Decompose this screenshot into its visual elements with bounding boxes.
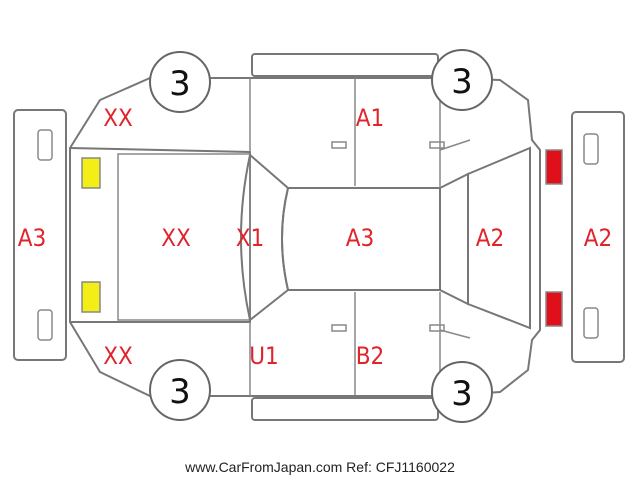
- rear-lamp-bottom-marker: [81, 281, 101, 313]
- mark-trunk-lid: XX: [161, 224, 191, 252]
- front-lamp-bottom-marker: [545, 291, 563, 327]
- footer-reference: www.CarFromJapan.com Ref: CFJ1160022: [184, 459, 455, 475]
- mark-right-front-door: B2: [356, 342, 385, 370]
- mark-rear-window: X1: [236, 224, 265, 252]
- tyre-bottom-left-grade: 3: [169, 372, 191, 412]
- rear-lamp-top-marker: [81, 157, 101, 189]
- tyre-bottom-right-grade: 3: [451, 374, 473, 414]
- mark-right-rear-door: U1: [249, 342, 279, 370]
- car-body: [69, 77, 541, 397]
- tyre-bottom-left: 3: [149, 359, 211, 421]
- mark-left-side-panel: A1: [356, 104, 385, 132]
- tyre-bottom-right: 3: [431, 361, 493, 423]
- mark-front-bumper: A2: [584, 224, 613, 252]
- tyre-top-right: 3: [431, 49, 493, 111]
- bottom-sill: [251, 397, 439, 421]
- mark-hood: A2: [476, 224, 505, 252]
- mark-rear-left-corner: XX: [103, 104, 133, 132]
- tyre-top-left: 3: [149, 51, 211, 113]
- mark-roof: A3: [346, 224, 375, 252]
- mark-rear-right-corner: XX: [103, 342, 133, 370]
- tyre-top-left-grade: 3: [169, 64, 191, 104]
- top-sill: [251, 53, 439, 77]
- front-bumper: [571, 111, 625, 363]
- rear-bumper: [13, 109, 67, 361]
- front-lamp-top-marker: [545, 149, 563, 185]
- mark-rear-panel: A3: [18, 224, 47, 252]
- tyre-top-right-grade: 3: [451, 62, 473, 102]
